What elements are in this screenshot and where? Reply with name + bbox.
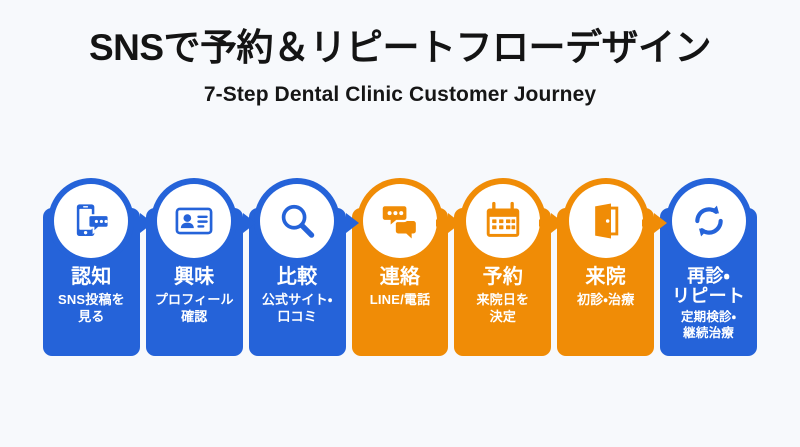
journey-step-6[interactable]: 来院 初診・治療: [554, 178, 668, 356]
open-door-icon: [568, 184, 643, 258]
step-title: 興味: [173, 266, 215, 288]
step-title: 比較: [276, 266, 318, 288]
journey-step-7[interactable]: 再診・ リピート 定期検診・ 継続治療: [657, 178, 760, 356]
journey-step-3[interactable]: 比較 公式サイト・ 口コミ: [246, 178, 359, 356]
customer-journey-flow: 認知 SNS投稿を 見る 興味 プロフィール 確認: [40, 178, 760, 356]
page-subtitle: 7-Step Dental Clinic Customer Journey: [203, 82, 597, 106]
magnifier-icon: [260, 184, 335, 258]
page-header: SNSで予約＆リピートフローデザイン 7-Step Dental Clinic …: [0, 0, 800, 107]
page-title: SNSで予約＆リピートフローデザイン: [88, 27, 712, 68]
step-description: 初診・治療: [577, 292, 635, 308]
step-text: 連絡 LINE/電話: [353, 266, 448, 309]
step-title: 来院: [585, 266, 627, 288]
journey-step-1[interactable]: 認知 SNS投稿を 見る: [40, 178, 153, 356]
step-description: 定期検診・ 継続治療: [680, 310, 737, 340]
step-text: 認知 SNS投稿を 見る: [44, 266, 139, 325]
step-text: 比較 公式サイト・ 口コミ: [250, 266, 345, 325]
journey-step-5[interactable]: 予約 来院日を 決定: [451, 178, 565, 356]
refresh-cycle-icon: [671, 184, 746, 258]
calendar-icon: [465, 184, 540, 258]
step-description: プロフィール 確認: [154, 292, 234, 324]
id-card-icon: [157, 184, 232, 258]
smartphone-chat-icon: [54, 184, 129, 258]
journey-step-2[interactable]: 興味 プロフィール 確認: [143, 178, 256, 356]
step-text: 興味 プロフィール 確認: [147, 266, 242, 325]
chat-bubbles-icon: [363, 184, 437, 258]
step-description: SNS投稿を 見る: [57, 292, 125, 324]
journey-step-4[interactable]: 連絡 LINE/電話: [349, 178, 462, 356]
step-description: LINE/電話: [369, 292, 431, 308]
step-description: 公式サイト・ 口コミ: [261, 292, 333, 324]
step-text: 再診・ リピート 定期検診・ 継続治療: [661, 266, 756, 342]
step-title: 連絡: [379, 266, 421, 288]
step-title: 再診・ リピート: [671, 266, 746, 307]
step-text: 予約 来院日を 決定: [455, 266, 550, 325]
step-title: 認知: [71, 266, 112, 288]
step-description: 来院日を 決定: [476, 292, 530, 324]
step-title: 予約: [482, 266, 524, 288]
step-text: 来院 初診・治療: [558, 266, 653, 309]
